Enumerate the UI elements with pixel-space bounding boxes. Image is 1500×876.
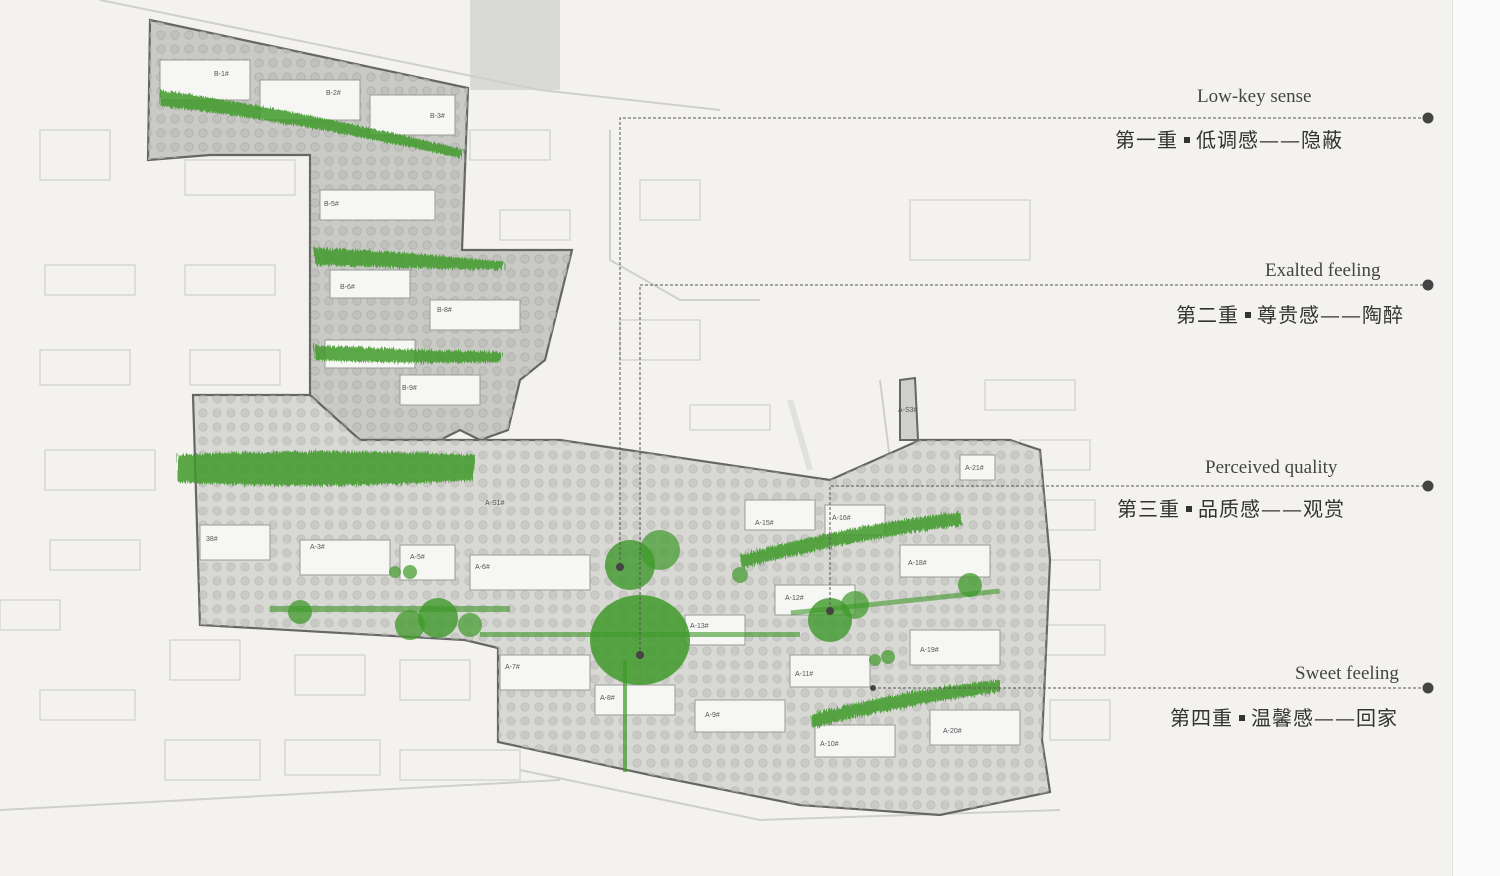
building-label: A-20#	[943, 728, 962, 735]
layer3-english-label: Perceived quality	[1205, 457, 1338, 478]
page-margin	[1452, 0, 1500, 876]
separator-square	[1245, 311, 1251, 318]
layer2-chinese-label: 第二重尊贵感——陶醉	[1176, 299, 1404, 328]
building-label: A-21#	[965, 465, 984, 472]
layer1-prefix: 第一重	[1115, 128, 1178, 152]
separator-square	[1186, 505, 1192, 512]
building-label: A-S3#	[898, 407, 918, 414]
leader-dots	[616, 112, 1434, 694]
layer1-chinese-label: 第一重低调感——隐蔽	[1115, 124, 1343, 153]
roads	[0, 0, 1061, 822]
layer1-suffix: 低调感——隐蔽	[1196, 128, 1343, 152]
building-label: A-6#	[475, 564, 490, 571]
building-label: B-5#	[324, 201, 339, 208]
layer3-suffix: 品质感——观赏	[1198, 497, 1345, 521]
leader-lines	[619, 117, 1428, 689]
building-label: A-7#	[505, 664, 520, 671]
layer2-prefix: 第二重	[1176, 303, 1239, 327]
building-label: B-3#	[430, 113, 445, 120]
layer4-chinese-label: 第四重温馨感——回家	[1170, 702, 1398, 731]
green-tree-clusters	[270, 530, 1000, 772]
layer1-english-label: Low-key sense	[1197, 86, 1312, 107]
building-label: B-6#	[340, 284, 355, 291]
layer3-chinese-label: 第三重品质感——观赏	[1117, 493, 1345, 522]
building-label: A-13#	[690, 623, 709, 630]
layer2-english-label: Exalted feeling	[1265, 260, 1381, 281]
site-a-area	[191, 376, 1052, 817]
building-label: A-19#	[920, 647, 939, 654]
building-label: B-1#	[214, 71, 229, 78]
building-label: A-8#	[600, 695, 615, 702]
building-label: A-9#	[705, 712, 720, 719]
building-label: A-11#	[795, 671, 813, 678]
layer4-english-label: Sweet feeling	[1295, 663, 1399, 684]
building-label: A-S1#	[485, 500, 505, 507]
site-b-area	[146, 18, 574, 442]
building-label: A-15#	[755, 520, 774, 527]
building-label: 38#	[206, 536, 218, 543]
building-label: B-2#	[326, 90, 341, 97]
building-label: B-8#	[437, 307, 452, 314]
separator-square	[1184, 136, 1190, 143]
layer4-suffix: 温馨感——回家	[1251, 706, 1398, 730]
building-label: A-10#	[820, 741, 839, 748]
layer2-suffix: 尊贵感——陶醉	[1257, 303, 1404, 327]
separator-square	[1239, 714, 1245, 721]
layer3-prefix: 第三重	[1117, 497, 1180, 521]
building-label: B-9#	[402, 385, 417, 392]
building-label: A-5#	[410, 554, 425, 561]
building-label: A-16#	[832, 515, 851, 522]
building-label: A-12#	[785, 595, 804, 602]
building-label: A-3#	[310, 544, 325, 551]
green-axis-strokes	[160, 90, 1000, 728]
surrounding-buildings	[0, 129, 1111, 781]
layer4-prefix: 第四重	[1170, 706, 1233, 730]
building-label: A-18#	[908, 560, 927, 567]
